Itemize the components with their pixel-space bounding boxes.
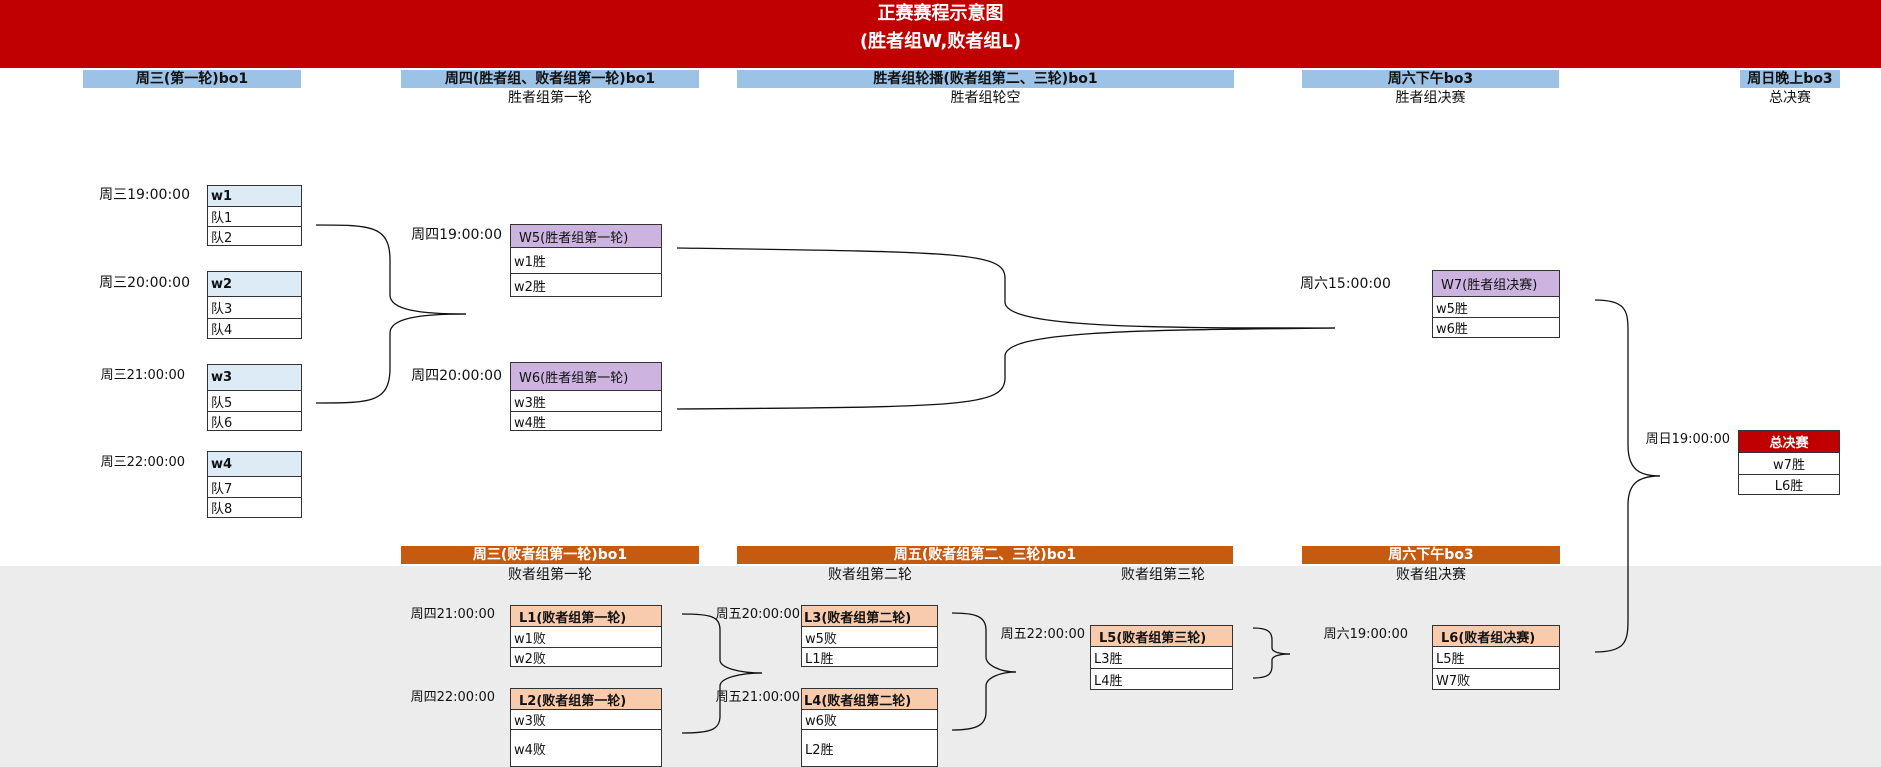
header-loser-round1-sub: 败者组第一轮: [508, 567, 592, 583]
match-title: W5(胜者组第一轮): [511, 225, 661, 247]
team-slot: 队3: [208, 296, 301, 318]
team-slot: w3胜: [511, 390, 661, 411]
match-l1: L1(败者组第一轮) w1败 w2败: [510, 605, 662, 667]
team-slot: w6败: [802, 709, 937, 729]
w2-time: 周三20:00:00: [99, 275, 190, 291]
header-loser-round3-sub: 败者组第三轮: [1121, 567, 1205, 583]
header-winner-bye: 胜者组轮播(败者组第二、三轮)bo1: [737, 70, 1234, 88]
header-loser-round2-sub: 败者组第二轮: [828, 567, 912, 583]
match-l2: L2(败者组第一轮) w3败 w4败: [510, 688, 662, 767]
header-loser-round23: 周五(败者组第二、三轮)bo1: [737, 546, 1233, 564]
team-slot: L4胜: [1091, 668, 1232, 689]
team-slot: L3胜: [1091, 646, 1232, 668]
team-slot: w2败: [511, 647, 661, 667]
l2-time: 周四22:00:00: [410, 690, 495, 705]
w6-time: 周四20:00:00: [411, 368, 502, 384]
match-title: L4(败者组第二轮): [802, 689, 937, 709]
header-thu-round1: 周四(胜者组、败者组第一轮)bo1: [401, 70, 699, 88]
match-title: L5(败者组第三轮): [1091, 626, 1232, 646]
team-slot: 队2: [208, 226, 301, 246]
team-slot: 队6: [208, 411, 301, 431]
match-title: w3: [208, 365, 301, 390]
team-slot: 队8: [208, 497, 301, 517]
header-loser-final: 周六下午bo3: [1302, 546, 1560, 564]
header-thu-sub: 胜者组第一轮: [508, 90, 592, 106]
match-l3: L3(败者组第二轮) w5败 L1胜: [801, 605, 938, 667]
match-l5: L5(败者组第三轮) L3胜 L4胜: [1090, 625, 1233, 690]
l5-time: 周五22:00:00: [1000, 627, 1085, 642]
team-slot: L6胜: [1739, 474, 1839, 494]
header-sun-final-sub: 总决赛: [1769, 90, 1811, 106]
team-slot: 队4: [208, 318, 301, 338]
header-sat-winner-sub: 胜者组决赛: [1395, 90, 1466, 106]
header-winner-bye-sub: 胜者组轮空: [950, 90, 1021, 106]
w3-time: 周三21:00:00: [100, 368, 185, 383]
match-title: W6(胜者组第一轮): [511, 363, 661, 390]
match-w4: w4 队7 队8: [207, 451, 302, 518]
team-slot: 队7: [208, 476, 301, 497]
match-w3: w3 队5 队6: [207, 364, 302, 431]
team-slot: 队1: [208, 206, 301, 226]
match-title: w2: [208, 272, 301, 296]
match-l6: L6(败者组决赛) L5胜 W7败: [1432, 625, 1560, 690]
match-title: 总决赛: [1739, 431, 1839, 452]
match-title: w4: [208, 452, 301, 476]
match-title: L1(败者组第一轮): [511, 606, 661, 626]
w7-time: 周六15:00:00: [1300, 276, 1391, 292]
w5-time: 周四19:00:00: [411, 227, 502, 243]
w1-time: 周三19:00:00: [99, 187, 190, 203]
match-final: 总决赛 w7胜 L6胜: [1738, 430, 1840, 495]
team-slot: w3败: [511, 709, 661, 729]
match-title: w1: [208, 186, 301, 206]
header-sat-winner: 周六下午bo3: [1302, 70, 1559, 88]
team-slot: w6胜: [1433, 317, 1559, 337]
page-subtitle: (胜者组W,败者组L): [859, 31, 1022, 52]
team-slot: w5胜: [1433, 296, 1559, 317]
match-w5: W5(胜者组第一轮) w1胜 w2胜: [510, 224, 662, 297]
header-loser-round1: 周三(败者组第一轮)bo1: [401, 546, 699, 564]
team-slot: W7败: [1433, 668, 1559, 689]
l6-time: 周六19:00:00: [1323, 627, 1408, 642]
team-slot: w1败: [511, 626, 661, 647]
team-slot: L5胜: [1433, 646, 1559, 668]
match-title: L6(败者组决赛): [1433, 626, 1559, 646]
match-l4: L4(败者组第二轮) w6败 L2胜: [801, 688, 938, 767]
team-slot: w4胜: [511, 411, 661, 431]
team-slot: w7胜: [1739, 452, 1839, 474]
match-w1: w1 队1 队2: [207, 185, 302, 246]
match-title: W7(胜者组决赛): [1433, 271, 1559, 296]
team-slot: w2胜: [511, 273, 661, 296]
header-wed-round1: 周三(第一轮)bo1: [83, 70, 301, 88]
match-w2: w2 队3 队4: [207, 271, 302, 339]
match-w6: W6(胜者组第一轮) w3胜 w4胜: [510, 362, 662, 431]
header-sun-final: 周日晚上bo3: [1740, 70, 1840, 88]
header-loser-final-sub: 败者组决赛: [1396, 567, 1466, 583]
team-slot: 队5: [208, 390, 301, 411]
team-slot: L1胜: [802, 647, 937, 667]
team-slot: w1胜: [511, 247, 661, 273]
l1-time: 周四21:00:00: [410, 607, 495, 622]
title-banner: 正赛赛程示意图 (胜者组W,败者组L): [0, 0, 1881, 68]
match-title: L2(败者组第一轮): [511, 689, 661, 709]
l4-time: 周五21:00:00: [715, 690, 800, 705]
team-slot: w4败: [511, 729, 661, 766]
match-w7: W7(胜者组决赛) w5胜 w6胜: [1432, 270, 1560, 338]
team-slot: L2胜: [802, 729, 937, 766]
team-slot: w5败: [802, 626, 937, 647]
match-title: L3(败者组第二轮): [802, 606, 937, 626]
l3-time: 周五20:00:00: [715, 607, 800, 622]
page-title: 正赛赛程示意图: [877, 3, 1004, 24]
w4-time: 周三22:00:00: [100, 455, 185, 470]
final-time: 周日19:00:00: [1645, 432, 1730, 447]
loser-bracket-background: [0, 566, 1881, 767]
